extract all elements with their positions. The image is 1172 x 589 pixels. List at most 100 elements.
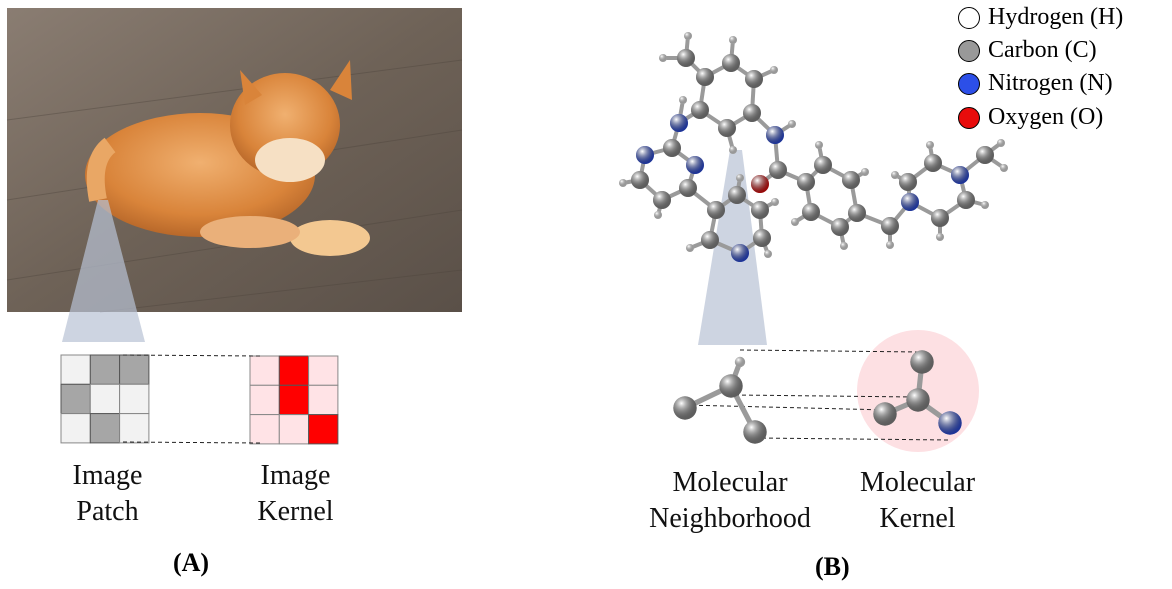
- atom-shading: [873, 402, 897, 426]
- grid-cell: [60, 354, 91, 385]
- nitrogen-swatch-icon: [958, 72, 980, 95]
- atom-shading: [791, 218, 799, 226]
- molecule: [619, 32, 1008, 262]
- atom-shading: [936, 233, 944, 241]
- legend-oxygen: Oxygen (O): [958, 104, 1103, 131]
- grid-cell: [249, 414, 280, 445]
- atom-shading: [670, 114, 688, 132]
- oxygen-swatch-icon: [958, 106, 980, 129]
- atom-shading: [679, 179, 697, 197]
- atom-shading: [899, 173, 917, 191]
- atom-shading: [938, 411, 962, 435]
- grid-cell: [308, 384, 339, 416]
- atom-shading: [743, 420, 767, 444]
- atom-shading: [957, 191, 975, 209]
- atom-shading: [679, 96, 687, 104]
- panel-a-caption: (A): [173, 548, 210, 577]
- legend-label: Oxygen (O): [988, 104, 1104, 130]
- panel-b-caption: (B): [815, 552, 850, 581]
- grid-cell: [119, 354, 150, 385]
- atom-shading: [770, 66, 778, 74]
- atom-shading: [848, 204, 866, 222]
- legend-hydrogen: Hydrogen (H): [958, 4, 1123, 31]
- atom-shading: [951, 166, 969, 184]
- neighborhood-projection: [698, 150, 767, 345]
- carbon-swatch-icon: [958, 39, 980, 62]
- atom-shading: [731, 244, 749, 262]
- grid-cell: [119, 383, 150, 415]
- atom-shading: [881, 217, 899, 235]
- image-kernel-grid: [249, 355, 339, 445]
- atom-shading: [707, 201, 725, 219]
- atom-shading: [1000, 164, 1008, 172]
- legend-nitrogen: Nitrogen (N): [958, 70, 1113, 97]
- atom-shading: [636, 146, 654, 164]
- atom-shading: [684, 32, 692, 40]
- atom-shading: [751, 175, 769, 193]
- atom-shading: [751, 201, 769, 219]
- atom-shading: [686, 156, 704, 174]
- atom-shading: [788, 120, 796, 128]
- atom-shading: [910, 350, 934, 374]
- atom-shading: [701, 231, 719, 249]
- atom-shading: [861, 168, 869, 176]
- grid-cell: [249, 355, 280, 386]
- grid-cell: [60, 383, 91, 415]
- atom-shading: [691, 101, 709, 119]
- atom-shading: [997, 139, 1005, 147]
- grid-cell: [278, 384, 310, 416]
- atom-shading: [764, 250, 772, 258]
- atom-shading: [745, 70, 763, 88]
- molecular-kernel-fragment: [873, 350, 962, 435]
- atom-shading: [659, 54, 667, 62]
- grid-cell: [89, 413, 121, 444]
- atom-shading: [729, 36, 737, 44]
- atom-shading: [719, 374, 743, 398]
- patch-projection: [62, 200, 145, 342]
- grid-cell: [308, 355, 339, 386]
- grid-cell: [60, 413, 91, 444]
- atom-shading: [722, 54, 740, 72]
- atom-shading: [842, 171, 860, 189]
- atom-shading: [734, 356, 746, 368]
- atom-shading: [663, 139, 681, 157]
- grid-cell: [119, 413, 150, 444]
- atom-shading: [924, 154, 942, 172]
- grid-cell: [249, 384, 280, 416]
- atom-shading: [718, 119, 736, 137]
- atom-shading: [673, 396, 697, 420]
- atom-shading: [891, 171, 899, 179]
- neighborhood-kernel-connectors: [684, 349, 951, 441]
- atom-shading: [840, 242, 848, 250]
- legend-label: Hydrogen (H): [988, 4, 1124, 30]
- atom-shading: [619, 179, 627, 187]
- atom-shading: [771, 198, 779, 206]
- atom-shading: [728, 186, 746, 204]
- atom-shading: [753, 229, 771, 247]
- molecular-neighborhood-fragment: [673, 356, 767, 444]
- legend-carbon: Carbon (C): [958, 37, 1097, 64]
- atom-shading: [677, 49, 695, 67]
- hydrogen-swatch-icon: [958, 6, 980, 29]
- atom-shading: [729, 146, 737, 154]
- atom-shading: [736, 174, 744, 182]
- legend-label: Carbon (C): [988, 37, 1097, 63]
- atom-shading: [802, 203, 820, 221]
- grid-cell: [89, 354, 121, 385]
- grid-cell: [308, 414, 339, 445]
- atom-shading: [797, 173, 815, 191]
- atom-shading: [686, 244, 694, 252]
- atom-shading: [814, 156, 832, 174]
- atom-shading: [743, 104, 761, 122]
- atom-shading: [815, 141, 823, 149]
- atom-shading: [653, 191, 671, 209]
- atom-shading: [976, 146, 994, 164]
- atom-shading: [906, 388, 930, 412]
- atom-shading: [766, 126, 784, 144]
- atom-shading: [831, 218, 849, 236]
